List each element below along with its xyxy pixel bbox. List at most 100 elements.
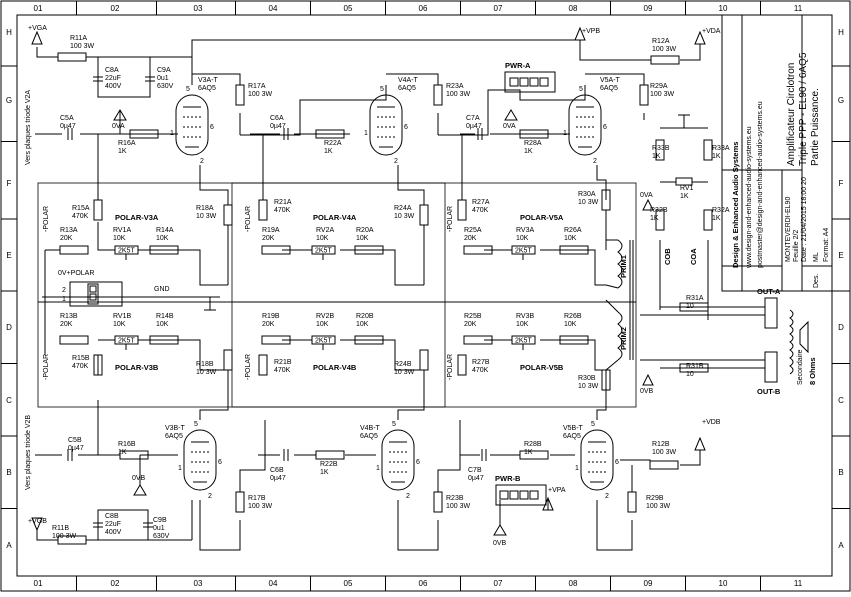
svg-text:6: 6 [603,124,607,131]
grid-row-G-right: G [838,96,844,105]
pwr-a-connector: PWR-A [504,61,556,93]
resistor-value: 10 3W [578,199,599,206]
capacitor-c7b-text: C7B [468,467,482,474]
tube-ref: V5A-T [600,77,621,84]
pwr-a-label: PWR-A [505,61,531,70]
ovb-symbol [133,484,147,496]
capacitor-c9a-text: 630V [157,83,174,90]
polar-connector-pin1: 1 [62,296,66,303]
pot-value: 10K [113,321,126,328]
ov-polar-label: 0V+POLAR [58,270,94,277]
resistor-ref: R16B [118,441,136,448]
prim1-label: PRIM1 [619,255,628,278]
pot-ref: RV1 [680,185,694,192]
resistor-ref: R33B [652,145,670,152]
resistor-ref: R30B [578,375,596,382]
ovb-label: 0VB [132,475,146,482]
resistor-ref: R29B [646,495,664,502]
capacitor-c9b-text: 630V [153,533,170,540]
resistor-value: 470K [72,363,89,370]
resistor-ref: R30A [578,191,596,198]
pot-value: 10K [516,321,529,328]
pot-ref: RV3B [516,313,534,320]
resistor-value: 1K [712,215,721,222]
resistor-value: 10 3W [394,213,415,220]
tube-value: 6AQ5 [600,85,618,92]
grid-row-C-right: C [838,396,844,405]
resistor-value: 10K [156,321,169,328]
grid-col-08: 08 [569,4,578,13]
svg-text:5: 5 [194,421,198,428]
company-name: Design & Enhanced Audio Systems [731,142,740,268]
ohms-label: 8 Ohms [808,357,817,385]
grid-col-07-bottom: 07 [494,579,503,588]
resistor-ref: R23A [446,83,464,90]
grid-col-09-bottom: 09 [644,579,653,588]
svg-text:1: 1 [364,130,368,137]
cap-c9b [143,522,153,528]
resistor-value: 100 3W [650,91,675,98]
tube-value: 6AQ5 [563,433,581,440]
resistor-value: 10 3W [578,383,599,390]
resistor-ref: R11A [70,35,87,42]
polar-v3a-label: POLAR-V3A [115,213,159,222]
grid-row-A-right: A [838,541,844,550]
grid-row-B: B [6,468,11,477]
resistor-ref: R14A [156,227,174,234]
resistor-ref: R18B [196,361,214,368]
vgb-symbol [31,517,43,532]
cap-c5b [67,449,73,461]
company-email: postmaster@design-and-enhanced-audio-sys… [757,101,764,268]
tube-ref: V5B-T [563,425,584,432]
capacitor-c5a-text: C5A [60,115,74,122]
grid-row-F-right: F [839,179,844,188]
resistor-value: 100 3W [652,46,677,53]
resistor-ref: R32A [712,207,730,214]
resistor-ref: R21B [274,359,292,366]
grid-col-04-bottom: 04 [269,579,278,588]
resistor-value: 10 3W [196,369,217,376]
capacitor-c8b-text: 22uF [105,521,121,528]
ovb-label-2: 0VB [493,540,507,547]
svg-text:6: 6 [218,459,222,466]
ova-label: 0VA [112,123,125,130]
output-transformer: PRIM1 PRIM2 OUT-A OUT-B Secondaire 8 Ohm… [605,239,817,396]
resistor-value: 100 3W [446,503,471,510]
polar-v5b-label: POLAR-V5B [520,363,564,372]
tubes: V3A-T6AQ55612V4A-T6AQ55612V5A-T6AQ55612V… [165,77,621,500]
polar-v4a-label: POLAR-V4A [313,213,357,222]
resistor-value: 100 3W [646,503,671,510]
capacitor-c8a-text: 22uF [105,75,121,82]
capacitor-c6a-text: 0µ47 [270,123,286,130]
resistor-ref: R15B [72,355,90,362]
resistor-ref: R25B [464,313,482,320]
resistor-value: 10K [564,321,577,328]
resistor-value: 10K [156,235,169,242]
resistor-value: 1K [652,153,661,160]
svg-text:5: 5 [392,421,396,428]
resistor-value: 100 3W [248,503,273,510]
grid-row-A: A [6,541,12,550]
out-b-label: OUT-B [757,387,781,396]
svg-text:2K5T: 2K5T [515,338,532,345]
resistor-ref: R21A [274,199,292,206]
resistor-value: 470K [472,207,489,214]
svg-text:2: 2 [605,493,609,500]
polar-box-upper [37,182,446,303]
resistor-ref: R19B [262,313,280,320]
